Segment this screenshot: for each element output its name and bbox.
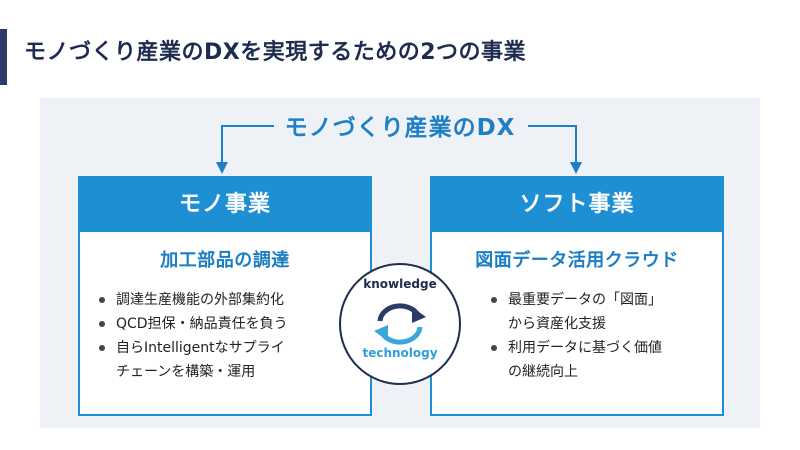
list-item: 利用データに基づく価値	[488, 336, 722, 360]
connector-right-line	[528, 125, 577, 164]
page-title: モノづくり産業のDXを実現するための2つの事業	[24, 40, 527, 65]
bullet-text: 調達生産機能の外部集約化	[116, 292, 284, 308]
bullet-dot-icon	[99, 297, 105, 303]
arrow-down-right-icon	[570, 162, 582, 174]
list-item: 最重要データの「図面」	[488, 288, 722, 312]
bullet-text: の継続向上	[508, 364, 578, 380]
list-item-continuation: の継続向上	[488, 360, 722, 384]
list-item: 自らIntelligentなサプライ	[96, 336, 370, 360]
connector-left-line	[221, 125, 274, 164]
bullet-text: 最重要データの「図面」	[508, 292, 662, 308]
dx-title: モノづくり産業のDX	[284, 115, 516, 141]
bullet-dot-icon	[491, 345, 497, 351]
bullet-text: 自らIntelligentなサプライ	[116, 340, 285, 356]
soft-business-subtitle: 図面データ活用クラウド	[475, 250, 679, 271]
cycle-arrows-icon	[374, 303, 426, 345]
bullet-text: チェーンを構築・運用	[116, 364, 256, 380]
bullet-dot-icon	[491, 297, 497, 303]
cycle-technology-label: technology	[362, 346, 438, 360]
bullet-text: 利用データに基づく価値	[508, 340, 662, 356]
mono-business-subtitle: 加工部品の調達	[160, 250, 290, 271]
bullet-text: QCD担保・納品責任を負う	[116, 316, 288, 332]
bullet-dot-icon	[99, 345, 105, 351]
arrow-down-left-icon	[216, 162, 228, 174]
soft-business-header: ソフト事業	[432, 178, 722, 232]
mono-business-header: モノ事業	[80, 178, 370, 232]
list-item-continuation: から資産化支援	[488, 312, 722, 336]
cycle-knowledge-label: knowledge	[363, 277, 437, 291]
soft-business-box: ソフト事業 図面データ活用クラウド 最重要データの「図面」 から資産化支援 利用…	[430, 176, 724, 416]
list-item: QCD担保・納品責任を負う	[96, 312, 370, 336]
mono-business-box: モノ事業 加工部品の調達 調達生産機能の外部集約化 QCD担保・納品責任を負う …	[78, 176, 372, 416]
list-item-continuation: チェーンを構築・運用	[96, 360, 370, 384]
knowledge-technology-cycle: knowledge technology	[339, 263, 461, 385]
bullet-text: から資産化支援	[508, 316, 606, 332]
mono-business-bullets: 調達生産機能の外部集約化 QCD担保・納品責任を負う 自らIntelligent…	[80, 288, 370, 384]
soft-business-bullets: 最重要データの「図面」 から資産化支援 利用データに基づく価値 の継続向上	[432, 288, 722, 384]
bullet-dot-icon	[99, 321, 105, 327]
list-item: 調達生産機能の外部集約化	[96, 288, 370, 312]
title-accent-bar	[0, 29, 7, 85]
